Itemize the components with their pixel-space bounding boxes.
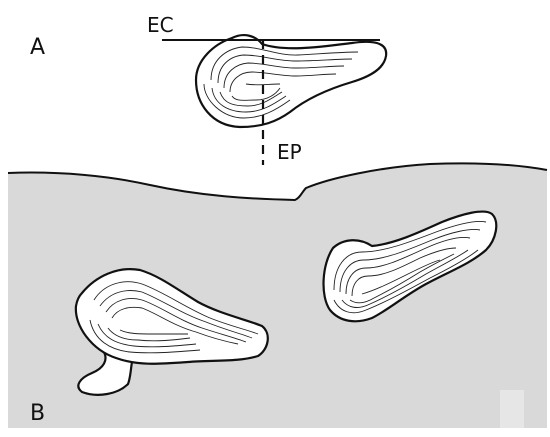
commissural-axis-label: EC (147, 13, 174, 37)
shell-a (196, 35, 386, 127)
posterior-axis-label: EP (277, 140, 302, 164)
corner-patch (500, 390, 524, 428)
panel-b-label: B (30, 401, 45, 426)
panel-a-label: A (30, 35, 45, 60)
